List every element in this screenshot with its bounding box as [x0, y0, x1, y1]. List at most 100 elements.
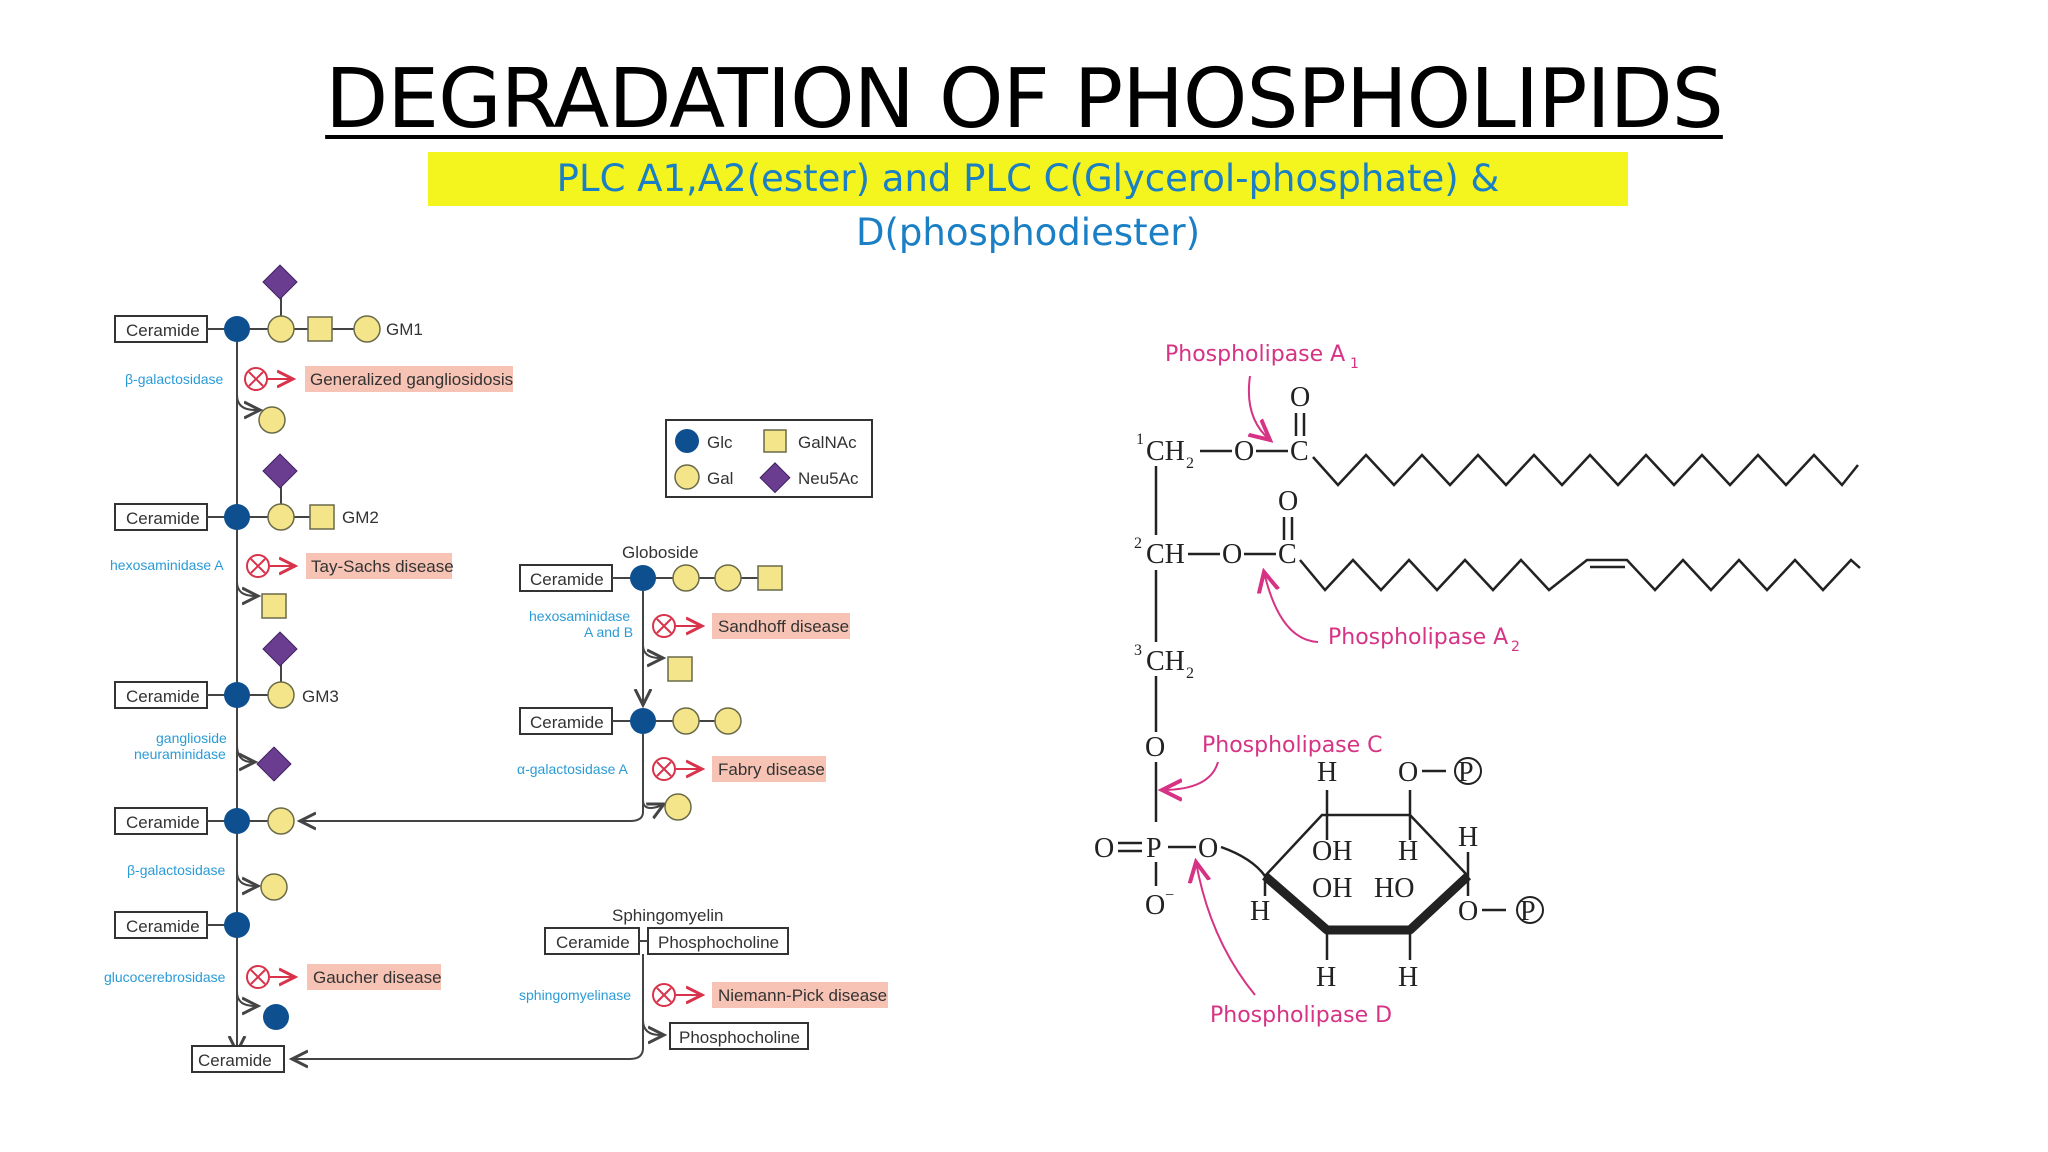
ring-oh: OH	[1312, 836, 1352, 867]
ceramide-label: Ceramide	[556, 933, 630, 952]
glc-icon	[630, 708, 656, 734]
enzyme-label: β-galactosidase	[125, 371, 224, 387]
glc-icon	[224, 912, 250, 938]
gal-icon	[672, 564, 700, 592]
gal-icon	[714, 707, 742, 735]
phosphate-o-ester: O	[1198, 833, 1218, 864]
legend: Glc GalNAc Gal Neu5Ac	[665, 419, 873, 498]
enzyme-label: hexosaminidase A	[110, 557, 224, 573]
phosphorus-atom: P	[1146, 833, 1162, 864]
ring-ho: HO	[1374, 873, 1414, 904]
ceramide-box	[519, 707, 613, 735]
inositol-ring: H O P OH H H OH HO H O P H H	[1220, 757, 1544, 993]
disease-label: Niemann-Pick disease	[718, 986, 887, 1005]
c2-number: 2	[1134, 535, 1142, 552]
ceramide-box	[191, 1045, 285, 1073]
c3-number: 3	[1134, 642, 1142, 659]
gm1-row: Ceramide GM1	[114, 264, 423, 343]
slide-subtitle: PLC A1,A2(ester) and PLC C(Glycerol-phos…	[428, 152, 1628, 254]
disease-box	[307, 964, 441, 990]
neu5ac-icon	[262, 453, 298, 489]
lactosylceramide-row: Ceramide	[114, 807, 295, 835]
gm3-row: Ceramide GM3	[114, 631, 339, 709]
disease-box	[305, 366, 513, 392]
ester-o1: O	[1234, 436, 1254, 467]
carbonyl-o1: O	[1290, 382, 1310, 413]
gm2-label: GM2	[342, 508, 379, 527]
c3-atom: CH	[1146, 646, 1185, 677]
globoside-label: Globoside	[622, 543, 699, 562]
ceramide-box	[114, 911, 208, 939]
gal-icon	[258, 406, 286, 434]
neu5ac-icon	[759, 462, 791, 494]
step-glucocerebrosidase: glucocerebrosidase Gaucher disease	[104, 964, 442, 1030]
gm2-row: Ceramide GM2	[114, 453, 379, 531]
ceramide-box	[114, 503, 208, 531]
ceramide-label: Ceramide	[126, 321, 200, 340]
fatty-acid-chain-1	[1312, 453, 1859, 487]
gm3-label: GM3	[302, 687, 339, 706]
phospholipase-a2-label: Phospholipase A	[1328, 625, 1508, 650]
phosphocholine-box	[669, 1022, 809, 1050]
gm1-label: GM1	[386, 320, 423, 339]
carbonyl-c2: C	[1278, 539, 1297, 570]
disease-label: Fabry disease	[718, 760, 825, 779]
phosphocholine-label: Phosphocholine	[679, 1028, 800, 1047]
step-beta-galactosidase-1: β-galactosidase Generalized gangliosidos…	[125, 366, 513, 434]
glc-icon	[224, 504, 250, 530]
enzyme-label: ganglioside	[156, 730, 227, 746]
circled-p-label: P	[1520, 896, 1536, 927]
enzyme-label: glucocerebrosidase	[104, 969, 226, 985]
carbonyl-o2: O	[1278, 486, 1298, 517]
neu5ac-icon	[262, 264, 298, 300]
enzyme-label: sphingomyelinase	[519, 987, 631, 1003]
disease-label: Sandhoff disease	[718, 617, 849, 636]
phosphate-o-minus: O	[1145, 890, 1165, 921]
galnac-icon	[763, 429, 787, 453]
glc-icon	[224, 808, 250, 834]
enzyme-label: A and B	[584, 624, 633, 640]
galnac-icon	[307, 316, 333, 342]
ring-h: H	[1250, 896, 1270, 927]
ceramide-label: Ceramide	[198, 1051, 272, 1070]
legend-neu5ac-label: Neu5Ac	[798, 469, 859, 488]
legend-glc-label: Glc	[707, 433, 733, 452]
enzyme-label: hexosaminidase	[529, 608, 630, 624]
c1-atom: CH	[1146, 436, 1185, 467]
phospholipase-a1-label: Phospholipase A	[1165, 342, 1345, 367]
glc-icon	[224, 682, 250, 708]
neu5ac-icon	[256, 746, 292, 782]
sphingolipid-pathway: Ceramide GM1 β-galactosidase Generalized…	[104, 264, 888, 1073]
ring-oh: OH	[1312, 873, 1352, 904]
final-ceramide: Ceramide	[191, 1030, 285, 1073]
step-ganglioside-neuraminidase: ganglioside neuraminidase	[134, 730, 292, 782]
gal-icon	[260, 873, 288, 901]
ceramide-label: Ceramide	[530, 713, 604, 732]
glc-icon	[263, 1004, 289, 1030]
legend-gal-label: Gal	[707, 469, 733, 488]
phosphate-circle-icon	[1516, 896, 1544, 924]
disease-box	[712, 982, 888, 1008]
c2-atom: CH	[1146, 539, 1185, 570]
gal-icon	[674, 464, 700, 490]
glc-icon	[630, 565, 656, 591]
phosphate-circle-icon	[1454, 757, 1482, 785]
c3-sub: 2	[1186, 665, 1194, 682]
neu5ac-icon	[262, 631, 298, 667]
legend-galnac-label: GalNAc	[798, 433, 857, 452]
gal-icon	[353, 315, 381, 343]
gal-icon	[267, 503, 295, 531]
c1-number: 1	[1136, 431, 1144, 448]
ring-h: H	[1458, 822, 1478, 853]
slide-title: DEGRADATION OF PHOSPHOLIPIDS	[325, 52, 1724, 147]
ceramide-label: Ceramide	[530, 570, 604, 589]
sphingomyelin-label: Sphingomyelin	[612, 906, 724, 925]
gal-icon	[714, 564, 742, 592]
ring-h: H	[1317, 757, 1337, 788]
enzyme-label: β-galactosidase	[127, 862, 226, 878]
charge-minus: −	[1165, 887, 1174, 904]
disease-label: Gaucher disease	[313, 968, 442, 987]
gal-icon	[267, 681, 295, 709]
phospholipase-c-label: Phospholipase C	[1202, 733, 1383, 758]
